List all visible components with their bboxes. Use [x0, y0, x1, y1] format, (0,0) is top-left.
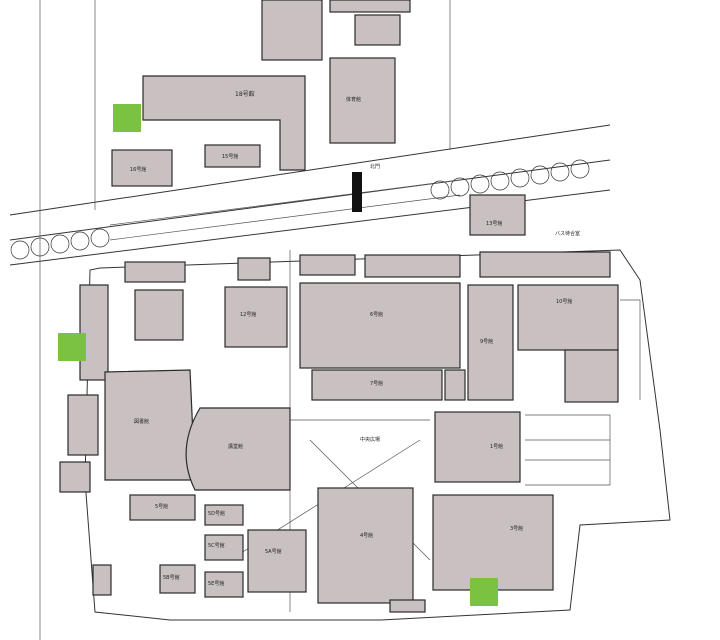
smoking-area-icon	[470, 578, 498, 606]
building-2-outline	[525, 414, 611, 486]
building-main-top	[142, 75, 306, 171]
label-library: 図書館	[134, 419, 150, 425]
tree	[450, 177, 470, 197]
label-gym: 体育館	[346, 97, 362, 103]
building-12	[224, 286, 288, 348]
top-buildings	[111, 0, 411, 187]
building-small-c	[237, 257, 271, 281]
building-10	[517, 284, 619, 351]
label-5b: 5B号館	[163, 575, 180, 581]
label-5: 5号館	[155, 504, 169, 510]
campus-buildings	[59, 194, 619, 613]
building-r1	[124, 261, 186, 283]
tree	[490, 171, 510, 191]
label-lecture: 講堂館	[228, 444, 244, 450]
building-west-a	[79, 284, 109, 381]
building-10-annex	[564, 349, 619, 403]
building-west-d	[59, 461, 91, 493]
label-4: 4号館	[360, 533, 374, 539]
building-top-right	[354, 14, 401, 46]
tree	[70, 231, 90, 251]
tree	[510, 168, 530, 188]
building-5a	[247, 529, 307, 593]
building-library	[104, 369, 196, 481]
label-building-top: 18号館	[235, 91, 255, 98]
building-13	[469, 194, 526, 236]
tree	[530, 165, 550, 185]
building-small-d	[444, 369, 466, 401]
building-b-row3	[479, 251, 611, 278]
label-small-b: 15号館	[222, 154, 239, 160]
building-small-e	[92, 564, 112, 596]
building-5c	[204, 534, 244, 561]
label-10: 10号館	[556, 299, 573, 305]
label-7: 7号館	[370, 381, 384, 387]
crosswalk	[352, 172, 362, 212]
east-path	[620, 299, 641, 400]
building-5e	[204, 571, 244, 598]
road-line-4	[109, 179, 461, 226]
label-gate: 北門	[370, 164, 381, 170]
building-4	[317, 487, 414, 604]
label-plaza: 中央広場	[360, 437, 381, 443]
label-bus: バス待合室	[555, 231, 581, 237]
tree	[570, 159, 590, 179]
tree	[10, 240, 30, 260]
tree	[30, 237, 50, 257]
building-b-row2	[364, 254, 461, 278]
smoking-area-icon	[58, 333, 86, 361]
building-top-strip	[329, 0, 411, 13]
building-gym	[329, 57, 396, 144]
building-5d	[204, 504, 244, 526]
label-12: 12号館	[240, 312, 257, 318]
building-west-b	[134, 289, 184, 341]
building-lecture	[185, 407, 291, 491]
label-9: 9号館	[480, 339, 494, 345]
tree	[50, 234, 70, 254]
tree	[90, 228, 110, 248]
tree-row	[10, 159, 590, 260]
building-5	[129, 494, 196, 521]
road-line-5	[109, 194, 461, 241]
road-line-2	[9, 159, 611, 241]
tree	[550, 162, 570, 182]
smoking-area-icon	[113, 104, 141, 132]
building-7	[311, 369, 443, 401]
building-9	[467, 284, 514, 401]
label-1: 1号館	[490, 444, 504, 450]
tree	[430, 180, 450, 200]
building-small-a	[111, 149, 173, 187]
label-5c: 5C号館	[208, 543, 225, 549]
tree	[470, 174, 490, 194]
building-1	[434, 411, 521, 483]
building-6	[299, 282, 461, 369]
label-5d: 5D号館	[208, 511, 226, 517]
building-south	[389, 599, 426, 613]
label-5e: 5E号館	[208, 581, 225, 587]
building-b-row1	[299, 254, 356, 276]
label-13: 13号館	[486, 221, 503, 227]
label-small-a: 16号館	[130, 167, 147, 173]
label-5a: 5A号館	[265, 549, 282, 555]
building-top-left	[261, 0, 323, 61]
building-3	[432, 494, 554, 591]
building-5b	[159, 564, 196, 594]
label-3: 3号館	[510, 526, 524, 532]
label-6: 6号館	[370, 312, 384, 318]
road-line-1	[9, 124, 611, 216]
building-west-c	[67, 394, 99, 456]
building-small-b	[204, 144, 261, 168]
detail-lines	[525, 299, 641, 486]
